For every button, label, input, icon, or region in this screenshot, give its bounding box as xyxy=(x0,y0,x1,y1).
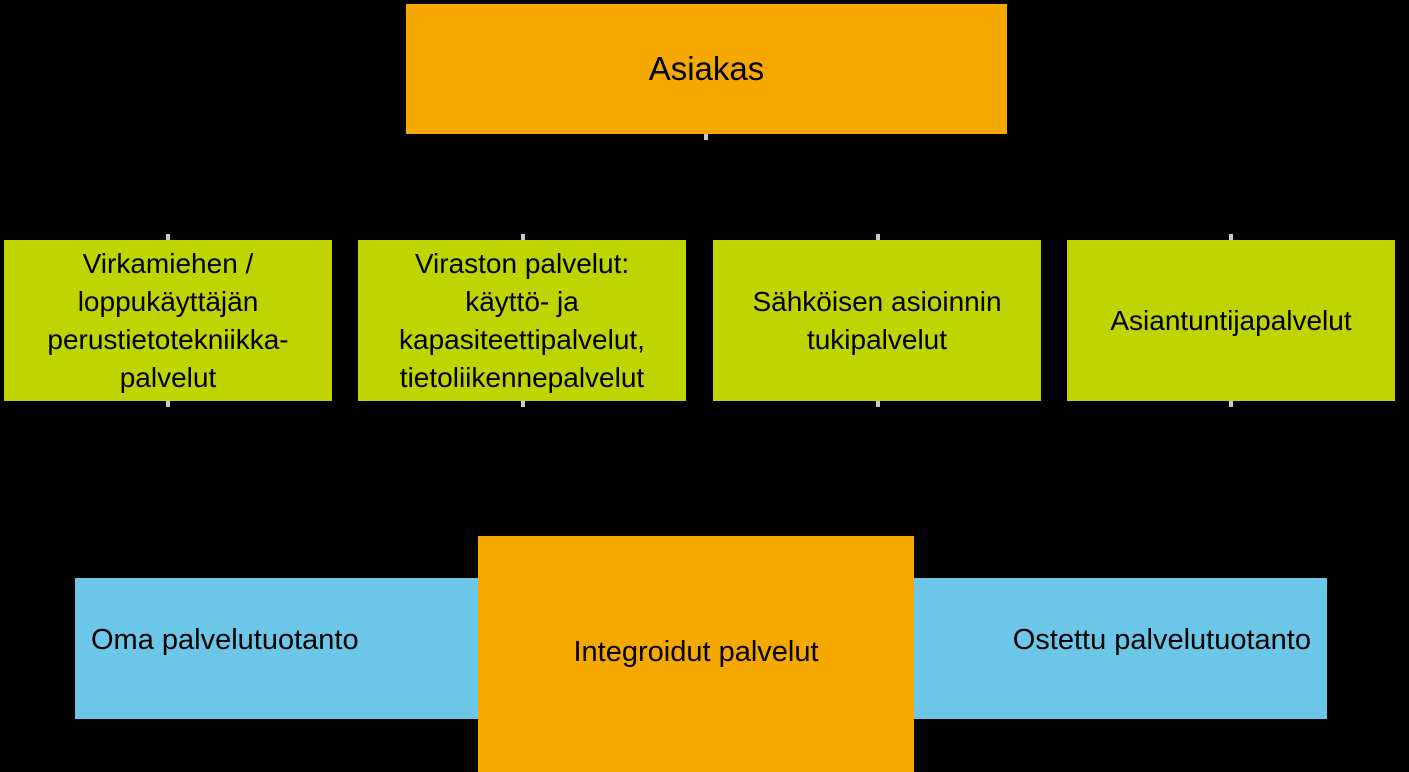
service-box-end-user-it: Virkamiehen / loppukäyttäjän perustietot… xyxy=(4,240,332,401)
purchased-production-box: Ostettu palvelutuotanto xyxy=(896,578,1327,719)
own-production-box: Oma palvelutuotanto xyxy=(75,578,495,719)
service-line: palvelut xyxy=(119,361,217,393)
service-line: Viraston palvelut: xyxy=(414,247,630,279)
service-line: tietoliikennepalvelut xyxy=(399,361,645,393)
service-line: tukipalvelut xyxy=(806,323,948,355)
own-production-label: Oma palvelutuotanto xyxy=(91,624,359,656)
integrated-services-label: Integroidut palvelut xyxy=(573,635,819,668)
customer-box: Asiakas xyxy=(406,4,1007,134)
purchased-production-label: Ostettu palvelutuotanto xyxy=(1012,624,1311,656)
service-line: kapasiteettipalvelut, xyxy=(399,323,645,355)
connector-tick xyxy=(1229,234,1233,240)
service-line: loppukäyttäjän xyxy=(77,285,259,317)
connector-tick xyxy=(521,234,525,240)
service-line: käyttö- ja xyxy=(465,285,579,317)
connector-tick xyxy=(704,134,708,140)
service-box-expert-services: Asiantuntijapalvelut xyxy=(1067,240,1395,401)
connector-tick xyxy=(1229,401,1233,407)
connector-tick xyxy=(166,234,170,240)
integrated-services-box: Integroidut palvelut xyxy=(478,536,914,772)
connector-tick xyxy=(521,401,525,407)
service-line: Asiantuntijapalvelut xyxy=(1110,304,1352,336)
connector-tick xyxy=(166,401,170,407)
service-line: Virkamiehen / xyxy=(82,247,254,279)
customer-label: Asiakas xyxy=(648,50,765,87)
service-line: Sähköisen asioinnin xyxy=(752,285,1002,317)
service-line: perustietotekniikka- xyxy=(47,323,289,355)
connector-tick xyxy=(876,401,880,407)
service-box-e-services-support: Sähköisen asioinnin tukipalvelut xyxy=(713,240,1041,401)
service-box-agency-services: Viraston palvelut: käyttö- ja kapasiteet… xyxy=(358,240,686,401)
connector-tick xyxy=(876,234,880,240)
